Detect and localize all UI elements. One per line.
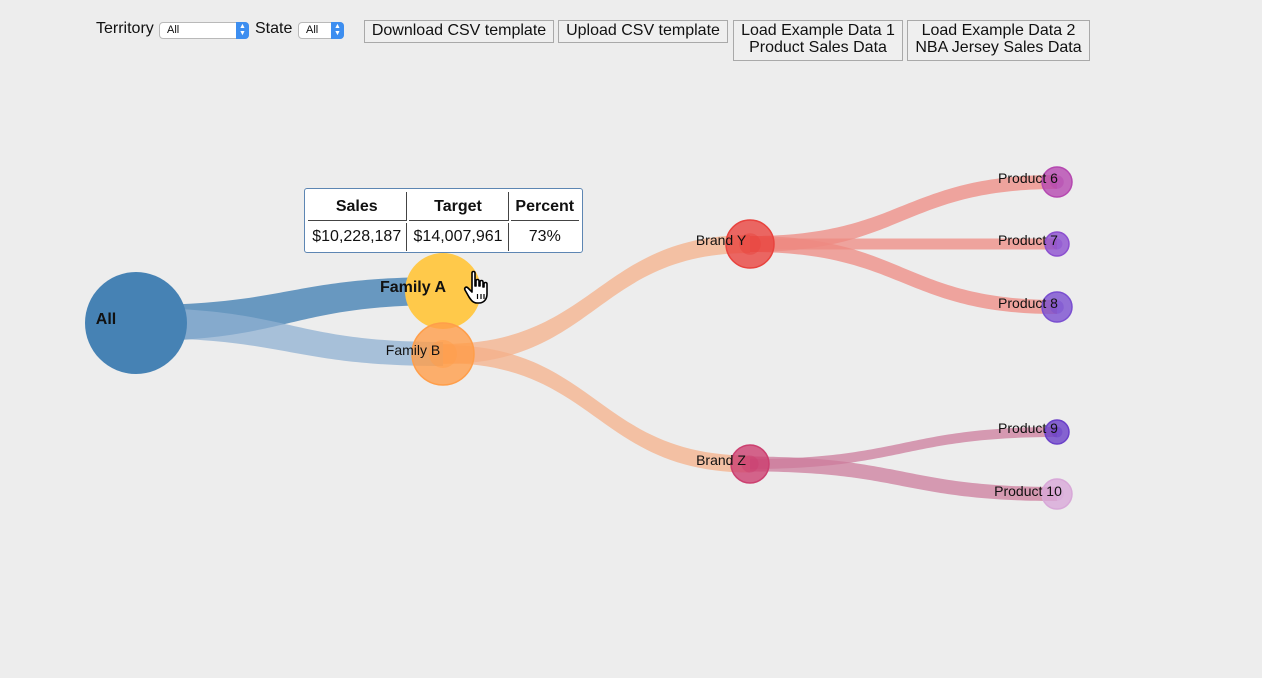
nodes-layer: [85, 166, 1073, 510]
link-brandZ-to-p10: [750, 456, 1057, 501]
node-core-famB: [429, 340, 457, 368]
node-label-brandY: Brand Y: [696, 232, 747, 248]
tooltip-value-sales: $10,228,187: [308, 223, 407, 251]
territory-label: Territory: [96, 20, 154, 37]
territory-select-value: All: [167, 24, 180, 36]
node-label-p6: Product 6: [998, 170, 1058, 186]
node-core-brandY: [739, 233, 761, 255]
load-example-data-2-button[interactable]: Load Example Data 2 NBA Jersey Sales Dat…: [907, 20, 1090, 61]
load-example-data-1-subtitle: Product Sales Data: [749, 39, 887, 56]
select-arrows-icon: ▲▼: [331, 22, 344, 39]
link-brandY-to-p8: [750, 236, 1057, 314]
state-label: State: [255, 20, 293, 37]
node-label-p7: Product 7: [998, 232, 1058, 248]
link-brandY-to-p6: [750, 175, 1057, 252]
node-famA[interactable]: [405, 253, 481, 329]
tooltip-table: Sales Target Percent $10,228,187 $14,007…: [306, 190, 581, 253]
node-core-brandZ: [741, 455, 759, 473]
hand-cursor-icon: [463, 270, 488, 304]
node-core-p6: [1050, 175, 1064, 189]
upload-csv-template-button[interactable]: Upload CSV template: [558, 20, 728, 43]
node-label-p8: Product 8: [998, 295, 1058, 311]
load-example-data-2-title: Load Example Data 2: [921, 22, 1076, 39]
link-brandZ-to-p9: [750, 427, 1057, 469]
territory-select[interactable]: All ▲▼: [159, 22, 249, 39]
select-arrows-icon: ▲▼: [236, 22, 249, 39]
node-label-p10: Product 10: [994, 483, 1062, 499]
state-select[interactable]: All ▲▼: [298, 22, 344, 39]
node-all[interactable]: [85, 272, 187, 374]
node-label-famA: Family A: [380, 279, 447, 296]
node-label-brandZ: Brand Z: [696, 452, 746, 468]
tooltip-header-sales: Sales: [308, 192, 407, 221]
node-core-p8: [1050, 300, 1064, 314]
node-label-p9: Product 9: [998, 420, 1058, 436]
load-example-data-2-subtitle: NBA Jersey Sales Data: [915, 39, 1082, 56]
node-label-all: All: [96, 311, 116, 328]
tooltip-header-target: Target: [408, 192, 509, 221]
node-core-p7: [1051, 238, 1063, 250]
tooltip: Sales Target Percent $10,228,187 $14,007…: [304, 188, 583, 253]
tooltip-value-percent: 73%: [528, 228, 561, 245]
link-famB-to-brandY: [443, 235, 750, 364]
node-label-famB: Family B: [386, 342, 440, 358]
tooltip-header-percent: Percent: [510, 192, 579, 221]
node-core-p9: [1051, 426, 1063, 438]
load-example-data-1-button[interactable]: Load Example Data 1 Product Sales Data: [733, 20, 903, 61]
link-famB-to-brandZ: [443, 345, 750, 473]
links-layer: [136, 175, 1057, 501]
link-all-to-famB: [136, 308, 443, 366]
tooltip-value-target: $14,007,961: [409, 223, 509, 251]
node-core-p10: [1050, 487, 1064, 501]
labels-layer: All Family A Family B Brand Y Brand Z Product…: [96, 170, 1062, 499]
load-example-data-1-title: Load Example Data 1: [741, 22, 895, 39]
download-csv-template-button[interactable]: Download CSV template: [364, 20, 554, 43]
state-select-value: All: [306, 24, 319, 36]
